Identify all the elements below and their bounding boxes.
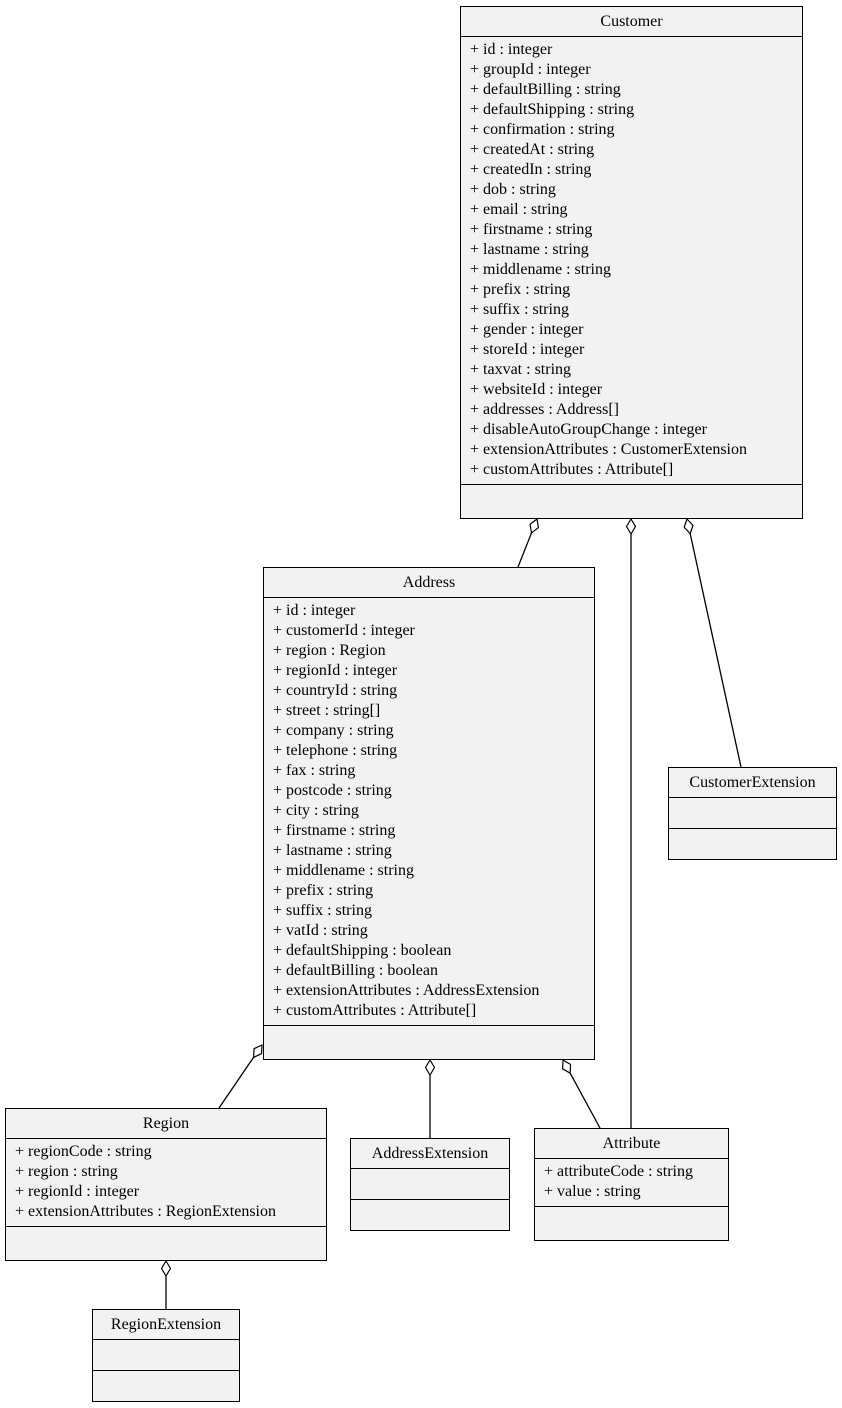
attributes-compartment: + id : integer + customerId : integer + re… (264, 598, 594, 1026)
attribute: + customAttributes : Attribute[] (470, 461, 674, 478)
attribute: + extensionAttributes : CustomerExtensio… (470, 441, 747, 458)
attribute: + extensionAttributes : RegionExtension (15, 1203, 276, 1220)
attribute: + suffix : string (470, 301, 569, 318)
attribute: + suffix : string (273, 902, 372, 919)
attribute: + street : string[] (273, 702, 381, 719)
class-name: Address (264, 568, 594, 598)
class-region: Region + regionCode : string + region : st… (5, 1108, 327, 1261)
attribute: + customerId : integer (273, 622, 415, 639)
attribute: + regionId : integer (273, 662, 398, 679)
attributes-compartment (351, 1169, 509, 1200)
attribute: + createdIn : string (470, 161, 592, 178)
attribute: + middlename : string (470, 261, 611, 278)
class-customer: Customer + id : integer + groupId : intege… (460, 6, 803, 519)
aggregation-diamond-icon (529, 517, 540, 535)
aggregation-address-region (218, 1044, 263, 1109)
class-name: Region (6, 1109, 326, 1139)
aggregation-address-address-extension (424, 1058, 436, 1138)
class-name: Attribute (535, 1129, 728, 1159)
attribute: + telephone : string (273, 742, 398, 759)
class-address: Address + id : integer + customerId : inte… (263, 567, 595, 1060)
class-region-extension: RegionExtension (92, 1309, 240, 1402)
attributes-compartment (93, 1340, 239, 1371)
attribute: + groupId : integer (470, 61, 591, 78)
attribute: + disableAutoGroupChange : integer (470, 421, 707, 438)
attribute: + firstname : string (470, 221, 593, 238)
attributes-compartment: + attributeCode : string + value : string (535, 1159, 728, 1207)
attribute: + defaultBilling : boolean (273, 962, 438, 979)
attribute: + extensionAttributes : AddressExtension (273, 982, 540, 999)
attribute: + regionId : integer (15, 1183, 140, 1200)
aggregation-diamond-icon (683, 517, 694, 535)
attribute: + prefix : string (470, 281, 571, 298)
attribute: + gender : integer (470, 321, 584, 338)
aggregation-diamond-icon (252, 1044, 263, 1059)
aggregation-customer-customer-extension (683, 517, 742, 768)
aggregation-address-attribute (562, 1058, 601, 1129)
attribute: + email : string (470, 201, 568, 218)
attribute: + addresses : Address[] (470, 401, 619, 418)
attribute: + defaultBilling : string (470, 81, 621, 98)
attribute: + postcode : string (273, 782, 392, 799)
class-name: Customer (461, 7, 802, 37)
aggregation-customer-address (517, 517, 540, 568)
attribute: + firstname : string (273, 822, 396, 839)
attribute: + region : string (15, 1163, 118, 1180)
attribute: + createdAt : string (470, 141, 595, 158)
attribute: + lastname : string (470, 241, 589, 258)
aggregation-diamond-icon (562, 1058, 572, 1075)
class-customer-extension: CustomerExtension (668, 767, 837, 860)
attribute: + id : integer (273, 602, 356, 619)
class-attribute: Attribute + attributeCode : string + value… (534, 1128, 729, 1241)
attribute: + city : string (273, 802, 359, 819)
class-name: CustomerExtension (669, 768, 836, 798)
attribute: + websiteId : integer (470, 381, 603, 398)
aggregation-region-region-extension (160, 1259, 172, 1309)
attribute: + prefix : string (273, 882, 374, 899)
attribute: + fax : string (273, 762, 356, 779)
relation-line (689, 533, 742, 768)
relation-line (517, 532, 533, 568)
attribute: + taxvat : string (470, 361, 572, 378)
attribute: + middlename : string (273, 862, 414, 879)
class-name: AddressExtension (351, 1139, 509, 1169)
attribute: + customAttributes : Attribute[] (273, 1002, 477, 1019)
attribute: + confirmation : string (470, 121, 615, 138)
attribute: + defaultShipping : boolean (273, 942, 452, 959)
attribute: + lastname : string (273, 842, 392, 859)
attribute: + regionCode : string (15, 1143, 152, 1160)
attributes-compartment: + id : integer + groupId : integer + defau… (461, 37, 802, 485)
relation-line (569, 1072, 601, 1129)
aggregation-diamond-icon (625, 517, 637, 536)
aggregation-customer-attribute (625, 517, 637, 1128)
attribute: + attributeCode : string (544, 1163, 693, 1180)
attribute: + company : string (273, 722, 394, 739)
relation-line (218, 1057, 255, 1109)
attribute: + dob : string (470, 181, 556, 198)
attribute: + vatId : string (273, 922, 368, 939)
attribute: + value : string (544, 1183, 641, 1200)
class-address-extension: AddressExtension (350, 1138, 510, 1231)
attribute: + id : integer (470, 41, 553, 58)
attribute: + region : Region (273, 642, 386, 659)
attribute: + defaultShipping : string (470, 101, 635, 118)
attribute: + storeId : integer (470, 341, 585, 358)
aggregation-diamond-icon (160, 1259, 172, 1278)
attribute: + countryId : string (273, 682, 398, 699)
class-name: RegionExtension (93, 1310, 239, 1340)
aggregation-diamond-icon (424, 1058, 436, 1077)
attributes-compartment (669, 798, 836, 829)
attributes-compartment: + regionCode : string + region : string + … (6, 1139, 326, 1227)
